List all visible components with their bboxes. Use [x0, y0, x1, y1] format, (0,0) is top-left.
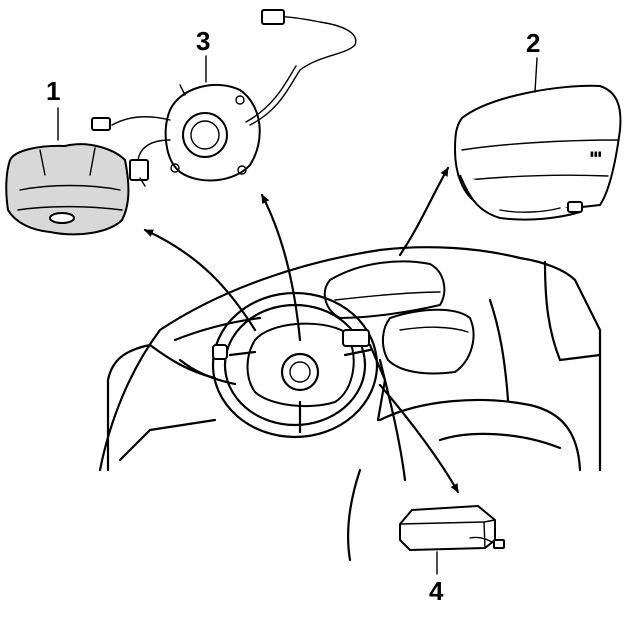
part-3-clock-spring — [91, 9, 357, 187]
svg-text:▮▮▮: ▮▮▮ — [590, 151, 602, 158]
callout-label-4: 4 — [429, 576, 444, 606]
leader-arrows — [57, 55, 538, 575]
callout-label-1: 1 — [46, 76, 61, 106]
part-4-airbag-control-module — [399, 505, 505, 551]
dash-passenger-airbag-location — [323, 260, 475, 375]
part-1-driver-airbag-pad — [5, 143, 130, 236]
callout-label-2: 2 — [526, 28, 541, 58]
callout-label-3: 3 — [196, 26, 211, 56]
part-2-passenger-airbag-module: ▮▮▮ — [454, 84, 622, 221]
